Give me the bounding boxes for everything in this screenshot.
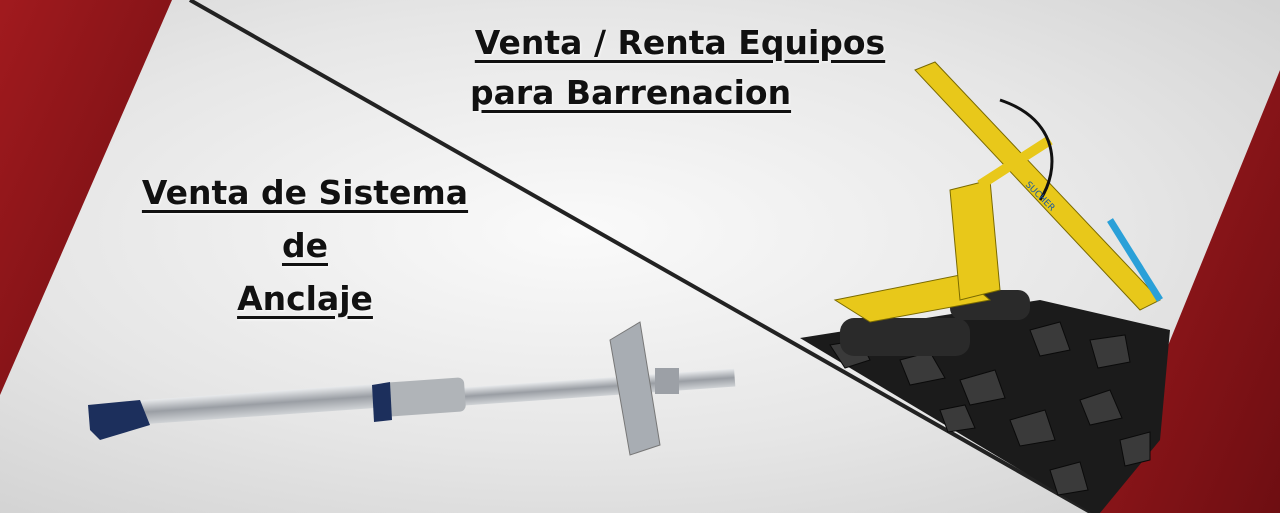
heading-anchor-line1: Venta de Sistema <box>141 173 469 212</box>
heading-anchor-system: Venta de Sistema de Anclaje <box>110 166 500 325</box>
anchor-bolt-image <box>88 321 736 456</box>
diagonal-divider <box>189 0 1093 513</box>
heading-drilling-line1: Venta / Renta Equipos <box>474 23 886 62</box>
heading-anchor-line2: de <box>281 226 328 265</box>
heading-drilling-equipment: Venta / Renta Equipos para Barrenacion <box>440 18 920 118</box>
heading-anchor-line3: Anclaje <box>237 279 373 318</box>
left-red-corner <box>0 0 172 395</box>
drill-rig-image: SUCHER <box>833 61 1163 356</box>
heading-drilling-line2: para Barrenacion <box>470 73 792 112</box>
